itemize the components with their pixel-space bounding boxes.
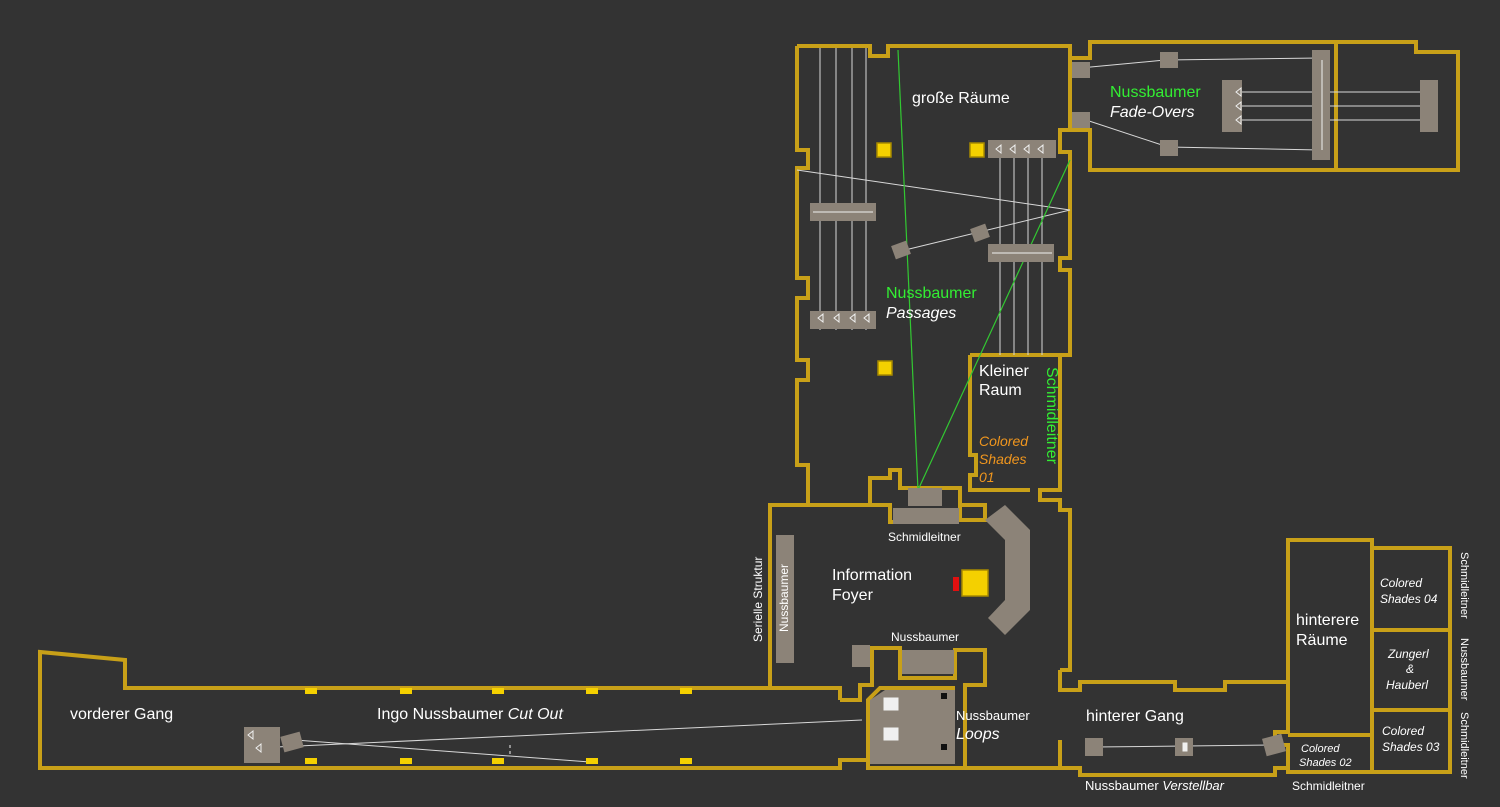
verstellbar-artist: Nussbaumer <box>1085 778 1159 793</box>
projector <box>280 731 304 753</box>
projector <box>1262 733 1286 757</box>
verstellbar-label: Nussbaumer Verstellbar <box>1085 778 1225 793</box>
wall-gang-split <box>775 686 842 700</box>
wall-main-hall <box>797 44 1072 672</box>
colored-shades-01-line2: Shades <box>979 451 1026 467</box>
projection-line <box>904 209 1071 251</box>
projector <box>1085 738 1103 756</box>
side-schmidleitner-1: Schmidleitner <box>1458 552 1470 619</box>
labels: große Räume Nussbaumer Fade-Overs Nussba… <box>70 84 1470 793</box>
nussbaumer-vertical: Nussbaumer <box>777 564 791 632</box>
colored-shades-01-line3: 01 <box>979 469 995 485</box>
connections <box>254 48 1430 763</box>
wall-hinterer-gang-south <box>965 740 1288 777</box>
wall-fade-overs <box>1070 40 1460 172</box>
schmidleitner-bottom: Schmidleitner <box>1292 779 1365 793</box>
lamp <box>876 142 892 158</box>
projector <box>1160 140 1178 156</box>
projection-line <box>1164 57 1321 61</box>
cut-out-title: Cut Out <box>508 706 564 723</box>
room-vorderer-gang: vorderer Gang <box>70 706 173 723</box>
laser-beam <box>897 49 919 491</box>
walls <box>38 40 1460 777</box>
wall-west-main <box>768 46 810 690</box>
projector <box>810 311 876 329</box>
room-hinterere-line2: Räume <box>1296 632 1348 649</box>
loops-room-floor <box>870 690 955 764</box>
schmidleitner-foyer: Schmidleitner <box>888 530 961 544</box>
schmidleitner-vertical: Schmidleitner <box>1043 367 1060 465</box>
projector <box>908 488 942 506</box>
zungerl-line1: Zungerl <box>1387 647 1429 661</box>
wall-hinterere-raeume <box>1288 548 1450 772</box>
laser-beam <box>917 159 1071 491</box>
side-schmidleitner-2: Schmidleitner <box>1458 712 1470 779</box>
side-nussbaumer: Nussbaumer <box>1458 638 1470 701</box>
loops-artist: Nussbaumer <box>956 708 1030 723</box>
cut-out-artist: Ingo Nussbaumer Cut Out <box>377 706 563 723</box>
zungerl-line2: Hauberl <box>1386 678 1428 692</box>
sensors <box>941 693 947 750</box>
projector <box>1222 80 1242 132</box>
corridor-lights <box>305 688 692 764</box>
room-info-line2: Foyer <box>832 587 874 604</box>
zungerl-amp: & <box>1406 662 1414 676</box>
room-hinterer-gang: hinterer Gang <box>1086 708 1184 725</box>
lamp <box>961 569 989 597</box>
projection-line <box>1079 59 1166 69</box>
projection-line <box>1167 146 1321 151</box>
projector <box>1072 62 1090 78</box>
bench <box>893 508 959 524</box>
colored-shades-03-line2: Shades 03 <box>1382 740 1440 754</box>
colored-shades-03-line1: Colored <box>1382 724 1424 738</box>
verstellbar-title: Verstellbar <box>1162 778 1224 793</box>
nussbaumer-panel <box>776 535 794 663</box>
projector <box>244 727 280 763</box>
fade-overs-title: Fade-Overs <box>1110 104 1194 121</box>
wall-loops <box>840 646 987 770</box>
colored-shades-01-line1: Colored <box>979 433 1029 449</box>
devices <box>244 50 1438 764</box>
device-marks <box>247 60 1323 757</box>
projector <box>970 223 990 243</box>
colored-shades-04-line2: Shades 04 <box>1380 592 1438 606</box>
room-info-line1: Information <box>832 567 912 584</box>
lamps <box>305 142 989 764</box>
colored-shades-04-line1: Colored <box>1380 576 1422 590</box>
projector <box>1420 80 1438 132</box>
projector <box>1312 50 1330 160</box>
pedestal <box>852 645 870 667</box>
serielle-struktur: Serielle Struktur <box>751 557 765 642</box>
projector <box>988 140 1056 158</box>
wall-hinterer-gang <box>1058 538 1452 774</box>
projector <box>1072 112 1090 128</box>
passages-artist: Nussbaumer <box>886 285 977 302</box>
room-grosse-raeume: große Räume <box>912 90 1010 107</box>
projection-line <box>254 719 863 749</box>
room-kleiner-raum-line1: Kleiner <box>979 363 1029 380</box>
lamp <box>877 360 893 376</box>
info-desk <box>985 505 1030 635</box>
projector <box>891 240 911 260</box>
loops-title: Loops <box>956 726 1000 743</box>
projector <box>1160 52 1178 68</box>
passages-title: Passages <box>886 305 956 322</box>
projection-line <box>1079 117 1169 148</box>
alert-marker <box>953 577 959 591</box>
fade-overs-artist: Nussbaumer <box>1110 84 1201 101</box>
colored-shades-02-line2: Shades 02 <box>1299 757 1352 769</box>
wall-vorderer-gang <box>38 649 868 770</box>
nussbaumer-foyer: Nussbaumer <box>891 630 959 644</box>
projection-line <box>796 169 1071 211</box>
room-hinterere-line1: hinterere <box>1296 612 1359 629</box>
projection-line <box>294 739 591 763</box>
lamp <box>969 142 985 158</box>
colored-shades-02-line1: Colored <box>1301 743 1340 755</box>
cut-out-artist-name: Ingo Nussbaumer <box>377 706 504 723</box>
room-kleiner-raum-line2: Raum <box>979 382 1022 399</box>
wall-kleiner-raum <box>968 353 1070 492</box>
pedestal <box>902 650 954 674</box>
